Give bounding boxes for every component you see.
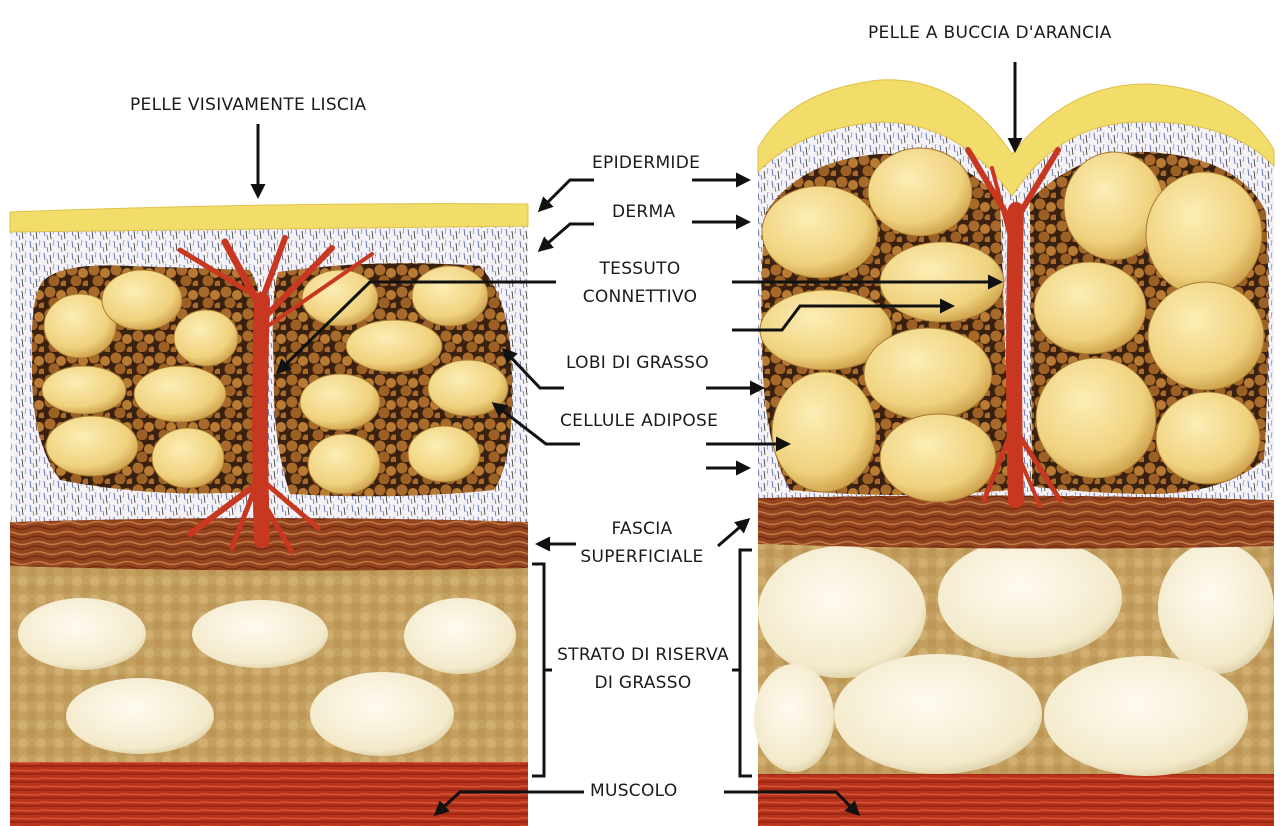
label-epidermis: EPIDERMIDE [592, 153, 701, 173]
muscle-arrow-right [724, 790, 861, 817]
label-superficial-fascia: FASCIA SUPERFICIALE [572, 518, 712, 568]
left-muscle-layer [10, 760, 528, 826]
reserve-bracket-right [732, 548, 752, 778]
label-smooth-skin: PELLE VISIVAMENTE LISCIA [130, 95, 367, 115]
fat-cells-arrow-left [491, 402, 580, 446]
label-fat-cells: CELLULE ADIPOSE [560, 411, 719, 431]
right-reserve-lobes [754, 538, 1274, 776]
fascia-arrow-right [717, 518, 751, 548]
left-reserve-lobes [18, 598, 516, 756]
fat-lobes-arrow-left [501, 347, 564, 390]
dermis-arrow-left [537, 222, 594, 252]
orange-peel-illustration [754, 79, 1275, 826]
right-connective-tissue [965, 147, 1063, 508]
left-fat-lobes [41, 265, 509, 495]
right-muscle-layer [758, 770, 1274, 826]
smooth-skin-illustration [9, 203, 529, 826]
connective-arrow-right-2 [732, 298, 955, 332]
label-muscle: MUSCOLO [590, 781, 678, 801]
label-connective-line-1: TESSUTO [599, 259, 681, 279]
epidermis-arrow-left [537, 178, 594, 213]
label-fascia-line-1: FASCIA [611, 519, 673, 539]
label-reserve-fat-layer: STRATO DI RISERVA DI GRASSO [548, 644, 738, 694]
label-fat-lobes: LOBI DI GRASSO [566, 353, 709, 373]
label-connective-tissue: TESSUTO CONNETTIVO [570, 258, 710, 308]
label-connective-line-2: CONNETTIVO [582, 287, 698, 307]
label-reserve-line-1: STRATO DI RISERVA [557, 645, 729, 665]
right-fat-lobes [759, 147, 1265, 503]
right-fascia-layer [758, 495, 1274, 549]
right-epidermis-layer [757, 79, 1275, 197]
annotation-arrows [250, 62, 1023, 817]
label-fascia-line-2: SUPERFICIALE [580, 547, 704, 567]
left-epidermis-layer [9, 203, 529, 233]
label-dermis: DERMA [612, 202, 676, 222]
left-connective-tissue [177, 235, 374, 555]
muscle-arrow-left [433, 790, 584, 817]
label-orange-peel: PELLE A BUCCIA D'ARANCIA [868, 23, 1112, 43]
label-reserve-line-2: DI GRASSO [594, 673, 692, 693]
reserve-bracket-left [532, 562, 552, 778]
connective-arrow-left [275, 280, 556, 375]
